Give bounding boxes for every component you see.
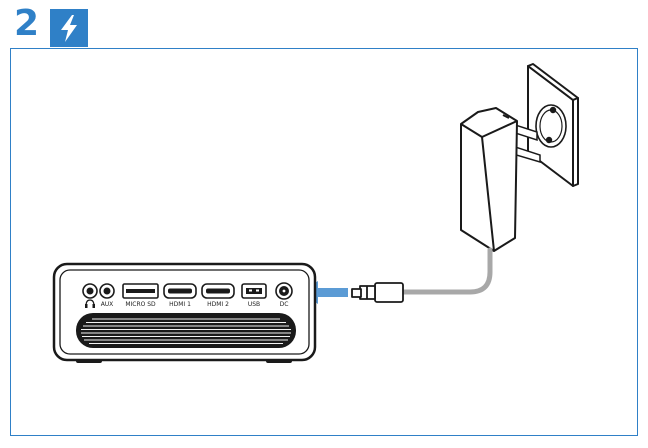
power-adapter [460,107,518,252]
port-micro-sd [122,283,159,299]
step-number: 2 [14,3,40,44]
port-aux [99,283,115,299]
port-label-aux: AUX [101,301,114,308]
port-dc [275,282,293,300]
power-step-badge [50,9,88,47]
port-label-hdmi-2: HDMI 2 [207,301,229,308]
lightning-bolt-icon [61,15,77,42]
illustration-frame [10,48,638,436]
speaker-grille [76,313,296,348]
port-label-usb: USB [248,301,260,308]
power-cable [397,247,493,295]
port-hdmi-1 [163,283,197,299]
headphone-icon [85,299,95,308]
dc-plug [351,282,404,303]
port-label-hdmi-1: HDMI 1 [169,301,191,308]
port-hdmi-2 [201,283,235,299]
port-label-micro-sd: MICRO SD [125,301,156,308]
port-label-dc: DC [280,301,289,308]
wall-socket [527,63,579,187]
port-usb [241,283,267,299]
port-headphone [82,283,98,299]
